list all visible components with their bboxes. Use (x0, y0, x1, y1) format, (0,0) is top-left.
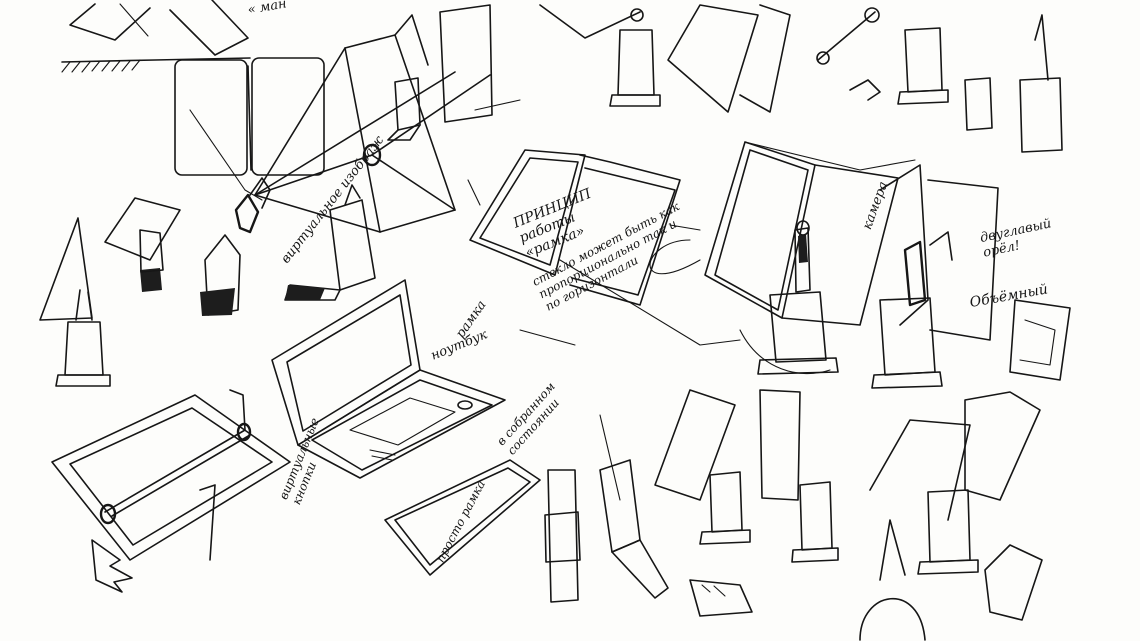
closed-frame-sketch (384, 459, 541, 576)
bottom-right-sketches (654, 299, 1071, 641)
triptych-with-statue (704, 141, 999, 389)
projection-frame-sketch (254, 4, 493, 233)
two-panel-frame-sketch (469, 149, 741, 346)
top-right-pedestals (539, 4, 1063, 153)
hinged-frame-sketch (51, 389, 291, 593)
left-pedestal-sketches (39, 197, 181, 387)
ground-hatch (61, 3, 251, 73)
connector-arrows (467, 99, 831, 501)
folding-tablet-sketch (169, 0, 325, 201)
device-sketches (544, 459, 753, 617)
statue-pedestal-center (200, 177, 376, 316)
laptop-frame-sketch (271, 279, 506, 479)
